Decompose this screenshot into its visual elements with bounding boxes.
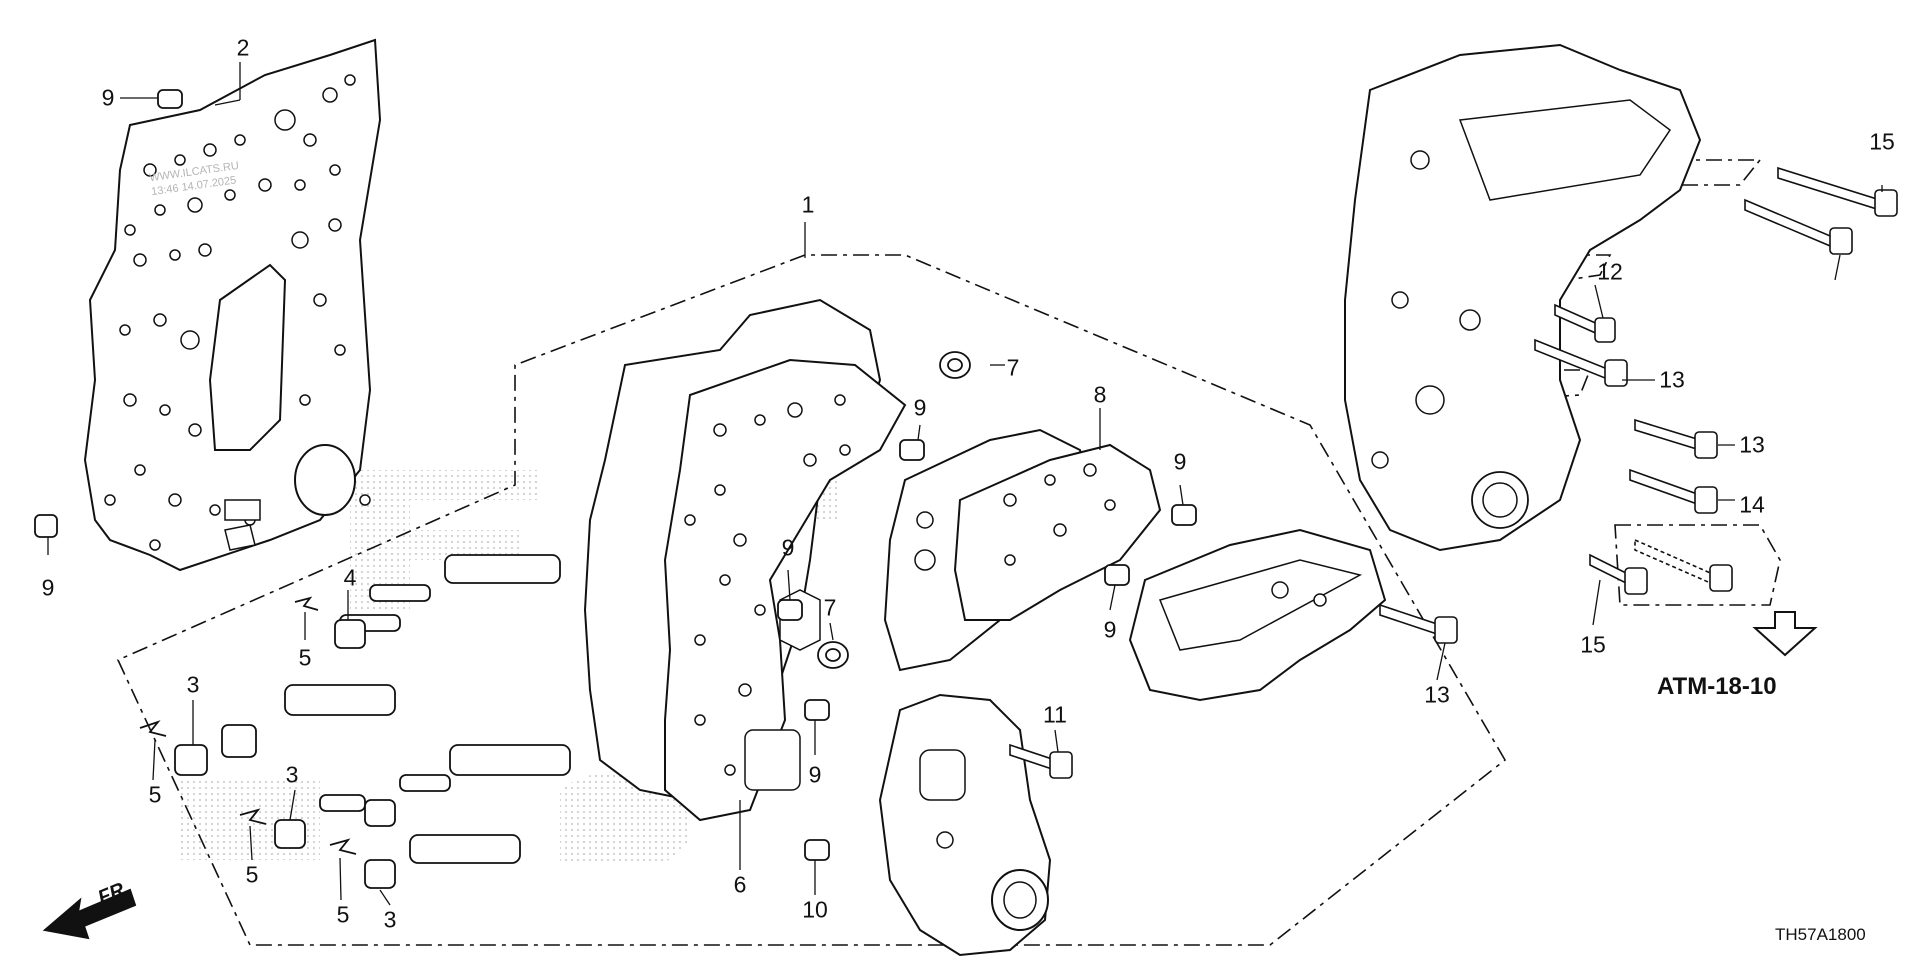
callout-8[interactable]: 8	[1093, 381, 1107, 408]
callout-13-a[interactable]: 13	[1659, 366, 1685, 393]
reference-link-atm-18-10[interactable]: ATM-18-10	[1657, 673, 1777, 700]
bolts	[1009, 166, 1898, 779]
callout-7-a[interactable]: 7	[1006, 354, 1020, 381]
callout-1[interactable]: 1	[801, 191, 815, 218]
main-valve-body-1	[583, 298, 907, 822]
dowel-pins-and-seals	[34, 89, 1197, 861]
callout-9-a[interactable]: 9	[101, 84, 115, 111]
callout-9-f[interactable]: 9	[1103, 616, 1117, 643]
separator-plate-2	[83, 38, 382, 572]
callout-9-c[interactable]: 9	[913, 394, 927, 421]
callout-10[interactable]: 11	[1043, 701, 1067, 728]
callout-5-b[interactable]: 5	[148, 781, 162, 808]
callout-11[interactable]: 12	[1597, 258, 1623, 285]
transmission-housing	[1344, 43, 1702, 552]
callout-12[interactable]: 13	[1424, 681, 1450, 708]
callout-3-b[interactable]: 3	[285, 761, 299, 788]
callout-7-b[interactable]: 7	[823, 594, 837, 621]
callout-9-e[interactable]: 9	[781, 534, 795, 561]
callout-5-c[interactable]: 5	[245, 861, 259, 888]
callout-4[interactable]: 4	[343, 564, 357, 591]
callout-3-a[interactable]: 3	[186, 671, 200, 698]
callout-5-d[interactable]: 5	[336, 901, 350, 928]
callout-14[interactable]: 15	[1580, 631, 1606, 658]
callout-13-b[interactable]: 13	[1739, 431, 1765, 458]
callout-2[interactable]: 2	[236, 34, 250, 61]
callout-9-b[interactable]: 9	[41, 574, 55, 601]
callout-9-d[interactable]: 9	[1173, 448, 1187, 475]
leader-lines	[47, 62, 1883, 906]
callout-9-h[interactable]: 10	[802, 896, 828, 923]
callout-5-a[interactable]: 5	[298, 644, 312, 671]
valve-body-8	[883, 428, 1162, 672]
callout-13-c[interactable]: 14	[1739, 491, 1765, 518]
callout-6[interactable]: 6	[733, 871, 747, 898]
diagram-code: TH57A1800	[1775, 925, 1866, 944]
valve-body-12	[1128, 528, 1387, 702]
lower-valve-body	[878, 693, 1052, 957]
valves-and-springs	[139, 554, 571, 889]
front-arrow-icon	[42, 888, 137, 940]
callout-3-c[interactable]: 3	[383, 906, 397, 933]
callout-9-g[interactable]: 9	[808, 761, 822, 788]
reference-arrow	[1752, 611, 1818, 657]
callout-15-a[interactable]: 15	[1869, 128, 1895, 155]
